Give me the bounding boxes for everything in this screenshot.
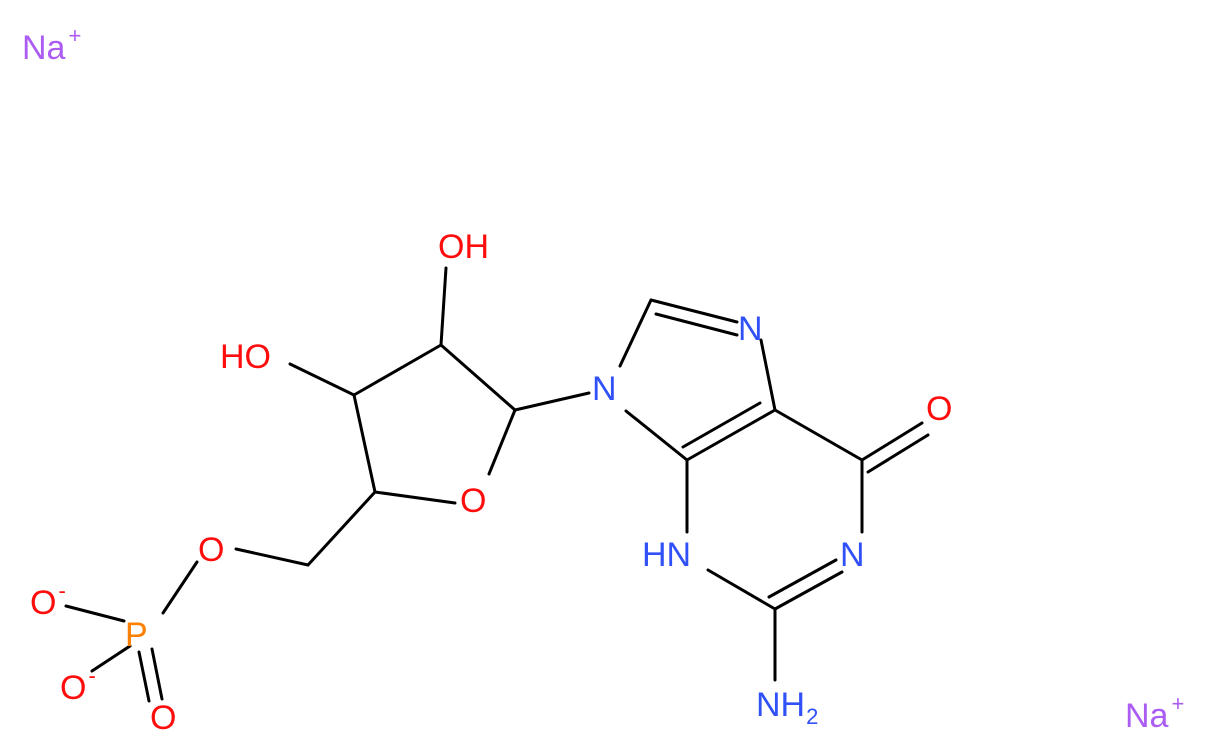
ester-oxygen: O xyxy=(198,531,224,569)
bond-c8-n7-a xyxy=(649,298,739,324)
bond-p-o3-a xyxy=(150,647,164,701)
bond-c2-oh xyxy=(439,266,448,347)
bond-p-o2 xyxy=(90,644,132,673)
bond-c2-n3 xyxy=(706,568,777,611)
nitrogen-n9: N xyxy=(592,370,617,408)
bond-n1-c2-b xyxy=(767,558,838,599)
bond-ring-o-c4 xyxy=(373,490,457,505)
phosphate-oxygen-3: O xyxy=(150,699,176,737)
bonds xyxy=(64,266,930,703)
hydroxyl-left: HO xyxy=(220,338,271,376)
nitrogen-n1: N xyxy=(840,536,865,574)
bond-c6-o-a xyxy=(860,421,924,462)
sodium-ion-2: Na+ xyxy=(1125,691,1184,735)
hydroxyl-top: OH xyxy=(438,228,489,266)
bond-o-p xyxy=(161,560,199,615)
bond-p-o3-b xyxy=(137,650,151,703)
phosphorus-atom: P xyxy=(125,616,148,654)
phosphate-oxygen-2: O- xyxy=(60,663,96,707)
bond-n1-c2-a xyxy=(773,570,844,611)
bond-c5-c4-a xyxy=(685,408,777,462)
carbonyl-oxygen: O xyxy=(926,390,952,428)
bond-c3-c2 xyxy=(352,343,443,397)
bond-c1-ring-o xyxy=(487,408,517,476)
ring-oxygen: O xyxy=(460,482,486,520)
nitrogen-n3h: HN xyxy=(642,536,691,574)
bond-c4-c3 xyxy=(352,393,377,494)
bond-c5-c6 xyxy=(773,408,864,462)
bond-c2-c1 xyxy=(439,343,517,412)
bond-c3-oh xyxy=(288,362,356,397)
bond-c1-n9 xyxy=(513,391,591,412)
bond-c5-o xyxy=(234,547,310,567)
bond-c8-n7-b xyxy=(654,312,739,337)
bond-c4-n9 xyxy=(624,409,689,462)
bond-c5-c4-b xyxy=(681,401,762,449)
amino-group: NH2 xyxy=(756,686,818,729)
bond-c6-o-b xyxy=(866,433,930,474)
phosphate-oxygen-1: O- xyxy=(30,578,66,622)
atom-labels: Na+ OH HO O O O- P O- O N N O HN N NH2 N… xyxy=(22,23,1184,737)
bond-p-o1 xyxy=(64,604,126,623)
nitrogen-n7: N xyxy=(738,310,763,348)
bond-c4-c5 xyxy=(306,490,377,567)
bond-n7-c5 xyxy=(759,338,777,412)
bond-n9-c8 xyxy=(618,298,653,368)
sodium-ion-1: Na+ xyxy=(22,23,81,67)
